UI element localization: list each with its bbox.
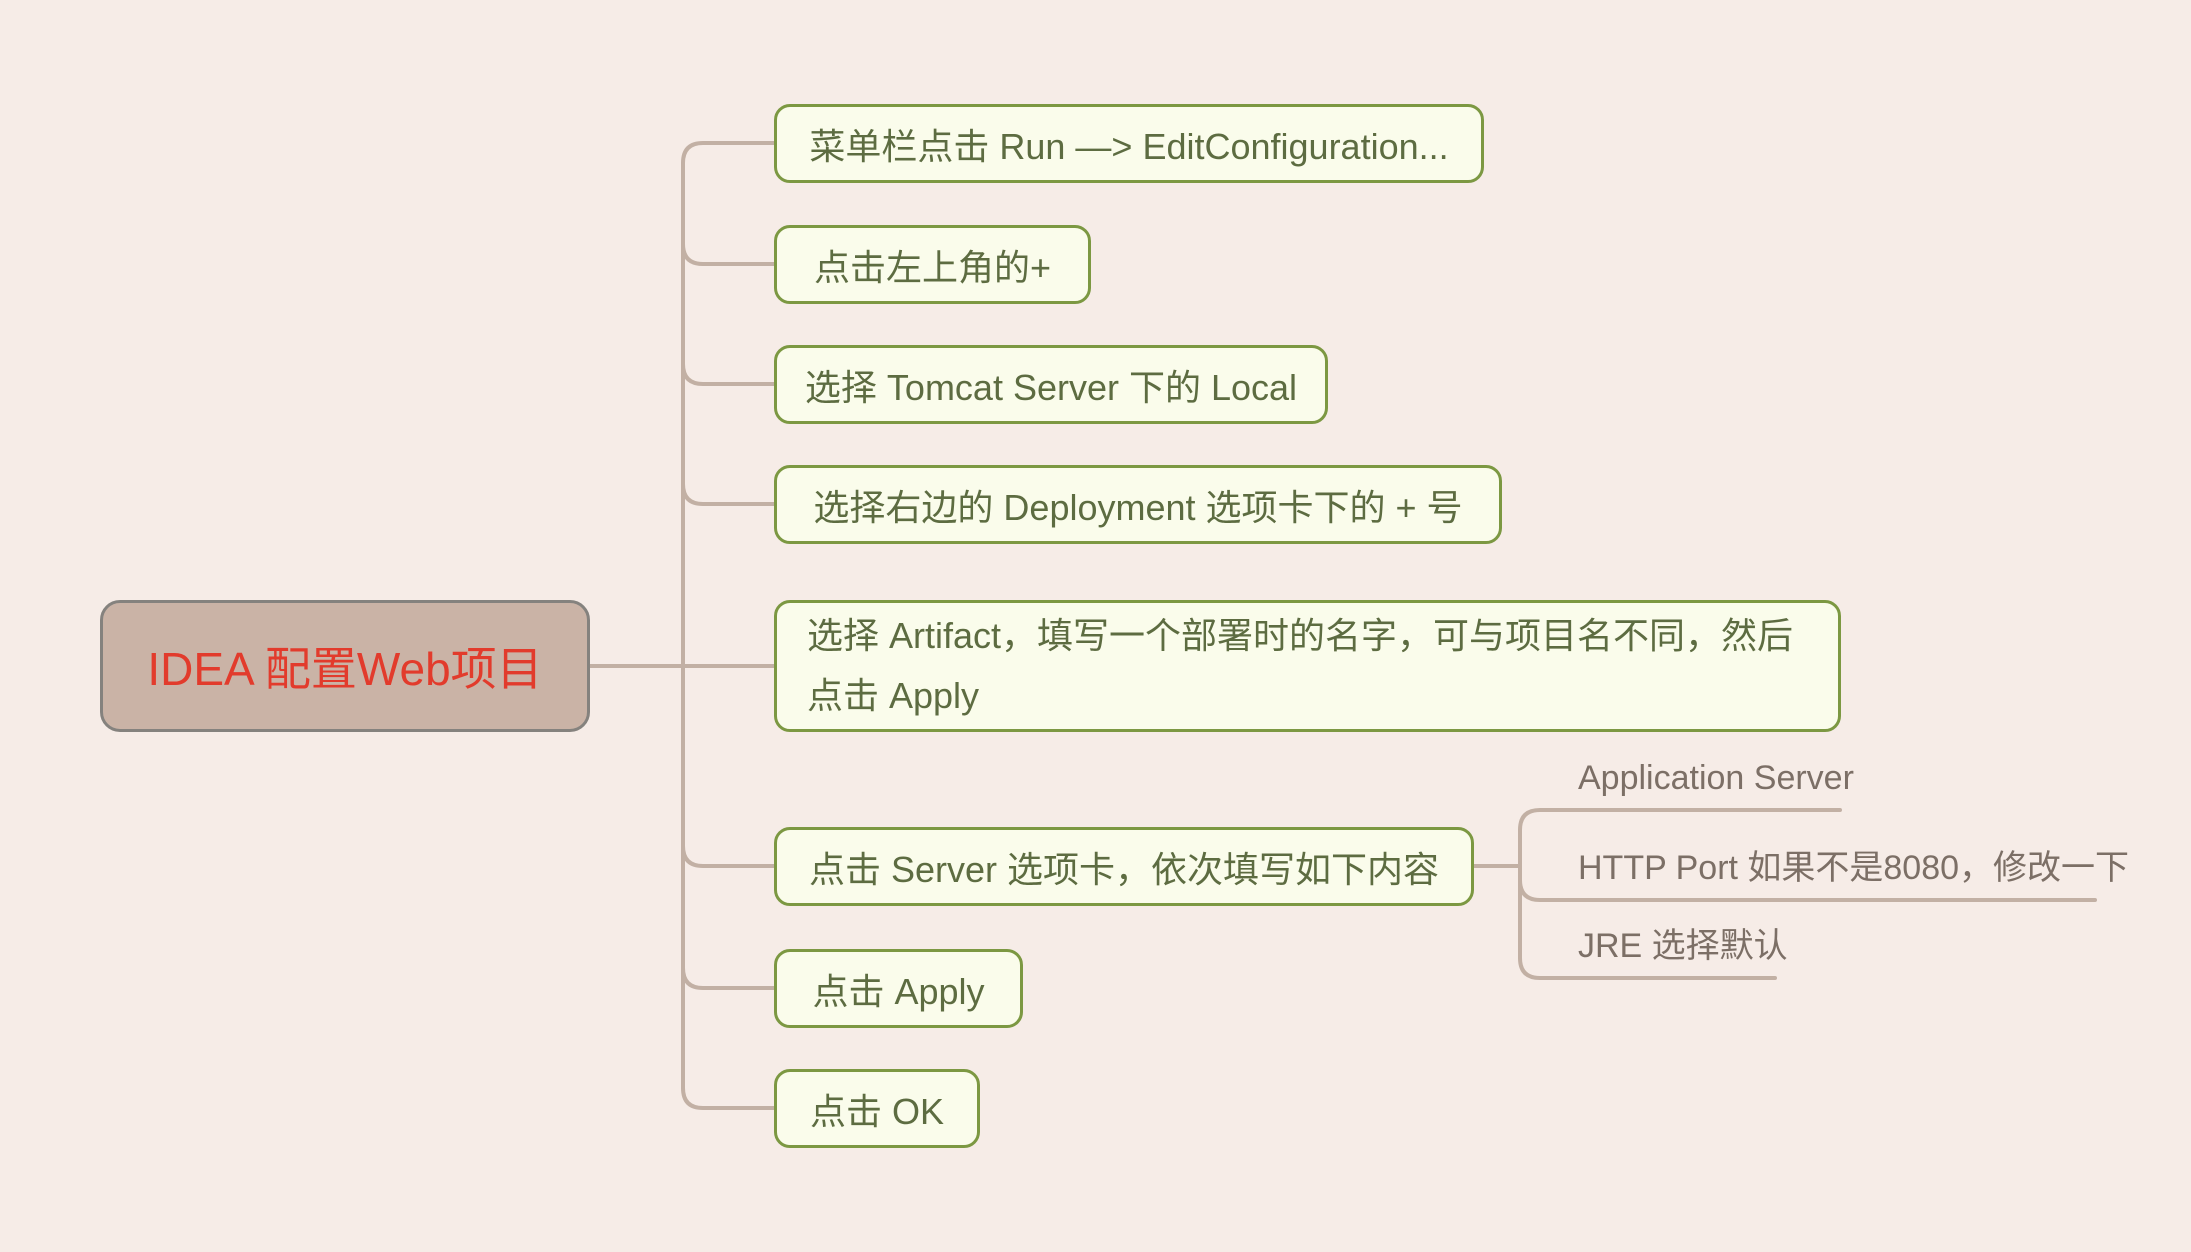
topic-edit-configuration[interactable]: 菜单栏点击 Run —> EditConfiguration... (774, 104, 1484, 183)
root-topic[interactable]: IDEA 配置Web项目 (100, 600, 590, 732)
topic-label: 点击 Server 选项卡，依次填写如下内容 (808, 848, 1440, 890)
subtopic-label: HTTP Port 如果不是8080，修改一下 (1578, 849, 2130, 887)
topic-label: 点击左上角的+ (813, 246, 1052, 288)
topic-label: 选择 Tomcat Server 下的 Local (804, 366, 1298, 408)
topic-click-ok[interactable]: 点击 OK (774, 1069, 980, 1148)
topic-label: 菜单栏点击 Run —> EditConfiguration... (809, 125, 1449, 167)
connector-branch-4 (681, 482, 802, 506)
root-topic-label: IDEA 配置Web项目 (147, 643, 543, 695)
subtopic-http-port[interactable]: HTTP Port 如果不是8080，修改一下 (1578, 846, 2129, 890)
subtopic-label: Application Server (1578, 759, 1854, 797)
topic-artifact-apply[interactable]: 选择 Artifact，填写一个部署时的名字，可与项目名不同，然后点击 Appl… (774, 600, 1841, 732)
topic-deployment-plus[interactable]: 选择右边的 Deployment 选项卡下的 + 号 (774, 465, 1502, 544)
subtopic-label: JRE 选择默认 (1578, 927, 1788, 965)
topic-label: 选择 Artifact，填写一个部署时的名字，可与项目名不同，然后点击 Appl… (807, 615, 1794, 716)
topic-tomcat-local[interactable]: 选择 Tomcat Server 下的 Local (774, 345, 1328, 424)
connector-branch-7 (681, 966, 802, 990)
connector-subtopic-2 (1518, 878, 2097, 902)
connector-branch-1 (681, 141, 802, 165)
topic-label: 点击 Apply (812, 970, 985, 1012)
topic-label: 点击 OK (809, 1090, 945, 1132)
topic-click-plus[interactable]: 点击左上角的+ (774, 225, 1091, 304)
connector-branch-2 (681, 242, 802, 266)
topic-label: 选择右边的 Deployment 选项卡下的 + 号 (813, 486, 1463, 528)
connector-subtopic-1 (1518, 808, 1842, 832)
connector-branch-8 (681, 1086, 802, 1110)
topic-click-apply[interactable]: 点击 Apply (774, 949, 1023, 1028)
topic-server-tab[interactable]: 点击 Server 选项卡，依次填写如下内容 (774, 827, 1474, 906)
subtopic-jre-default[interactable]: JRE 选择默认 (1578, 924, 1788, 968)
connector-branch-6 (681, 844, 802, 868)
subtopic-application-server[interactable]: Application Server (1578, 756, 1854, 800)
connector-branch-3 (681, 362, 802, 386)
connector-subtopic-3 (1518, 956, 1777, 980)
